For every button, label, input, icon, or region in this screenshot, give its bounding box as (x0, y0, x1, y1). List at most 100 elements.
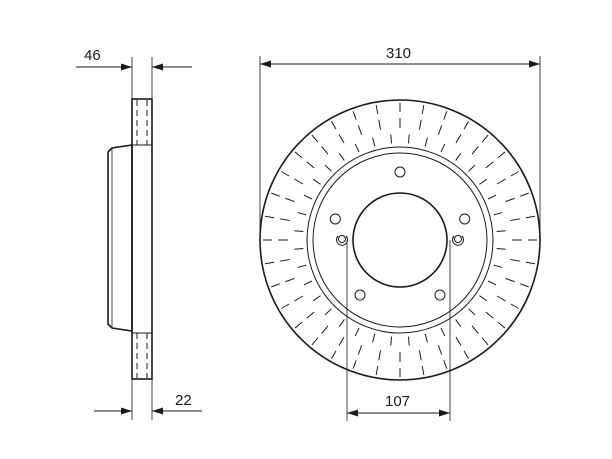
vane-mark (440, 143, 446, 153)
vane-mark (324, 164, 332, 172)
vane-mark (505, 197, 515, 203)
vane-mark (311, 134, 319, 143)
arrowhead (260, 60, 271, 68)
vane-mark (525, 261, 536, 265)
vane-mark (294, 151, 303, 159)
vane-mark (321, 146, 329, 155)
vane-mark (455, 134, 462, 144)
vane-mark (485, 161, 494, 169)
vane-mark (331, 350, 337, 359)
vane-mark (264, 261, 275, 265)
vane-mark (281, 303, 290, 309)
front-view (259, 99, 541, 381)
outer-edge (259, 99, 541, 381)
vane-mark (378, 350, 382, 361)
vane-mark (354, 143, 360, 153)
vane-mark (390, 336, 393, 346)
vane-mark (285, 277, 295, 283)
locating-hole (338, 235, 346, 243)
vane-mark (493, 264, 503, 268)
vane-mark (497, 151, 506, 159)
bolt-hole (354, 289, 366, 301)
vane-mark (294, 295, 304, 302)
vane-mark (352, 360, 357, 369)
vane-mark (520, 283, 529, 288)
vane-mark (443, 111, 448, 120)
vane-mark (510, 218, 521, 222)
vane-mark (321, 325, 329, 334)
vane-mark (378, 119, 382, 130)
vane-mark (525, 215, 536, 219)
vane-mark (443, 360, 448, 369)
vane-mark (297, 264, 307, 268)
vane-mark (418, 119, 422, 130)
vane-mark (455, 319, 462, 328)
vane-mark (510, 303, 519, 309)
vane-mark (481, 134, 489, 143)
bolt-hole (329, 213, 341, 225)
vane-mark (496, 178, 506, 185)
vane-mark (485, 311, 494, 319)
vane-mark (496, 230, 506, 233)
vane-mark (510, 258, 521, 262)
vane-mark (285, 197, 295, 203)
vane-mark (463, 350, 469, 359)
cooling-vanes (263, 103, 537, 377)
vane-mark (303, 194, 313, 200)
vane-mark (455, 152, 462, 161)
vane-mark (372, 137, 376, 147)
vane-mark (421, 104, 425, 115)
vane-mark (424, 137, 428, 147)
vane-mark (324, 308, 332, 316)
locating-hole (454, 235, 462, 243)
dimension-bolt-circle: 107 (346, 240, 451, 421)
side-view (107, 98, 153, 380)
vane-mark (312, 178, 321, 185)
vane-mark (294, 321, 303, 329)
vane-mark (487, 194, 497, 200)
vane-mark (311, 337, 319, 346)
vane-mark (375, 104, 379, 115)
vane-mark (468, 164, 476, 172)
vane-mark (338, 319, 345, 328)
vane-mark (437, 345, 443, 355)
vane-mark (264, 215, 275, 219)
bolt-hole (434, 289, 446, 301)
dimension-total-thickness: 46 (76, 47, 192, 145)
outer-diameter-label: 310 (386, 45, 411, 62)
vane-mark (440, 327, 446, 337)
vane-mark (479, 295, 488, 302)
vane-mark (437, 125, 443, 135)
vane-mark (463, 121, 469, 130)
arrowhead (152, 63, 163, 71)
vane-mark (271, 192, 280, 197)
vane-mark (481, 337, 489, 346)
locating-hole-notch (452, 235, 464, 246)
vane-mark (281, 171, 290, 177)
hat-edge (312, 152, 488, 328)
vane-mark (407, 134, 410, 144)
vane-mark (352, 111, 357, 120)
vane-mark (407, 336, 410, 346)
vane-mark (390, 134, 393, 144)
vane-mark (338, 336, 345, 346)
vane-mark (294, 247, 304, 250)
arrowhead (121, 63, 132, 71)
vane-mark (294, 178, 304, 185)
vane-mark (487, 280, 497, 286)
vane-mark (338, 134, 345, 144)
vane-mark (297, 212, 307, 216)
vane-mark (497, 321, 506, 329)
vane-mark (354, 327, 360, 337)
vane-mark (306, 161, 315, 169)
arrowhead (121, 407, 132, 415)
vane-mark (505, 277, 515, 283)
vane-mark (493, 212, 503, 216)
bolt-hole (459, 213, 471, 225)
vane-mark (520, 192, 529, 197)
total-thickness-label: 46 (84, 47, 101, 64)
vane-mark (303, 280, 313, 286)
inner-friction-edge (306, 146, 494, 334)
arrowhead (152, 407, 163, 415)
